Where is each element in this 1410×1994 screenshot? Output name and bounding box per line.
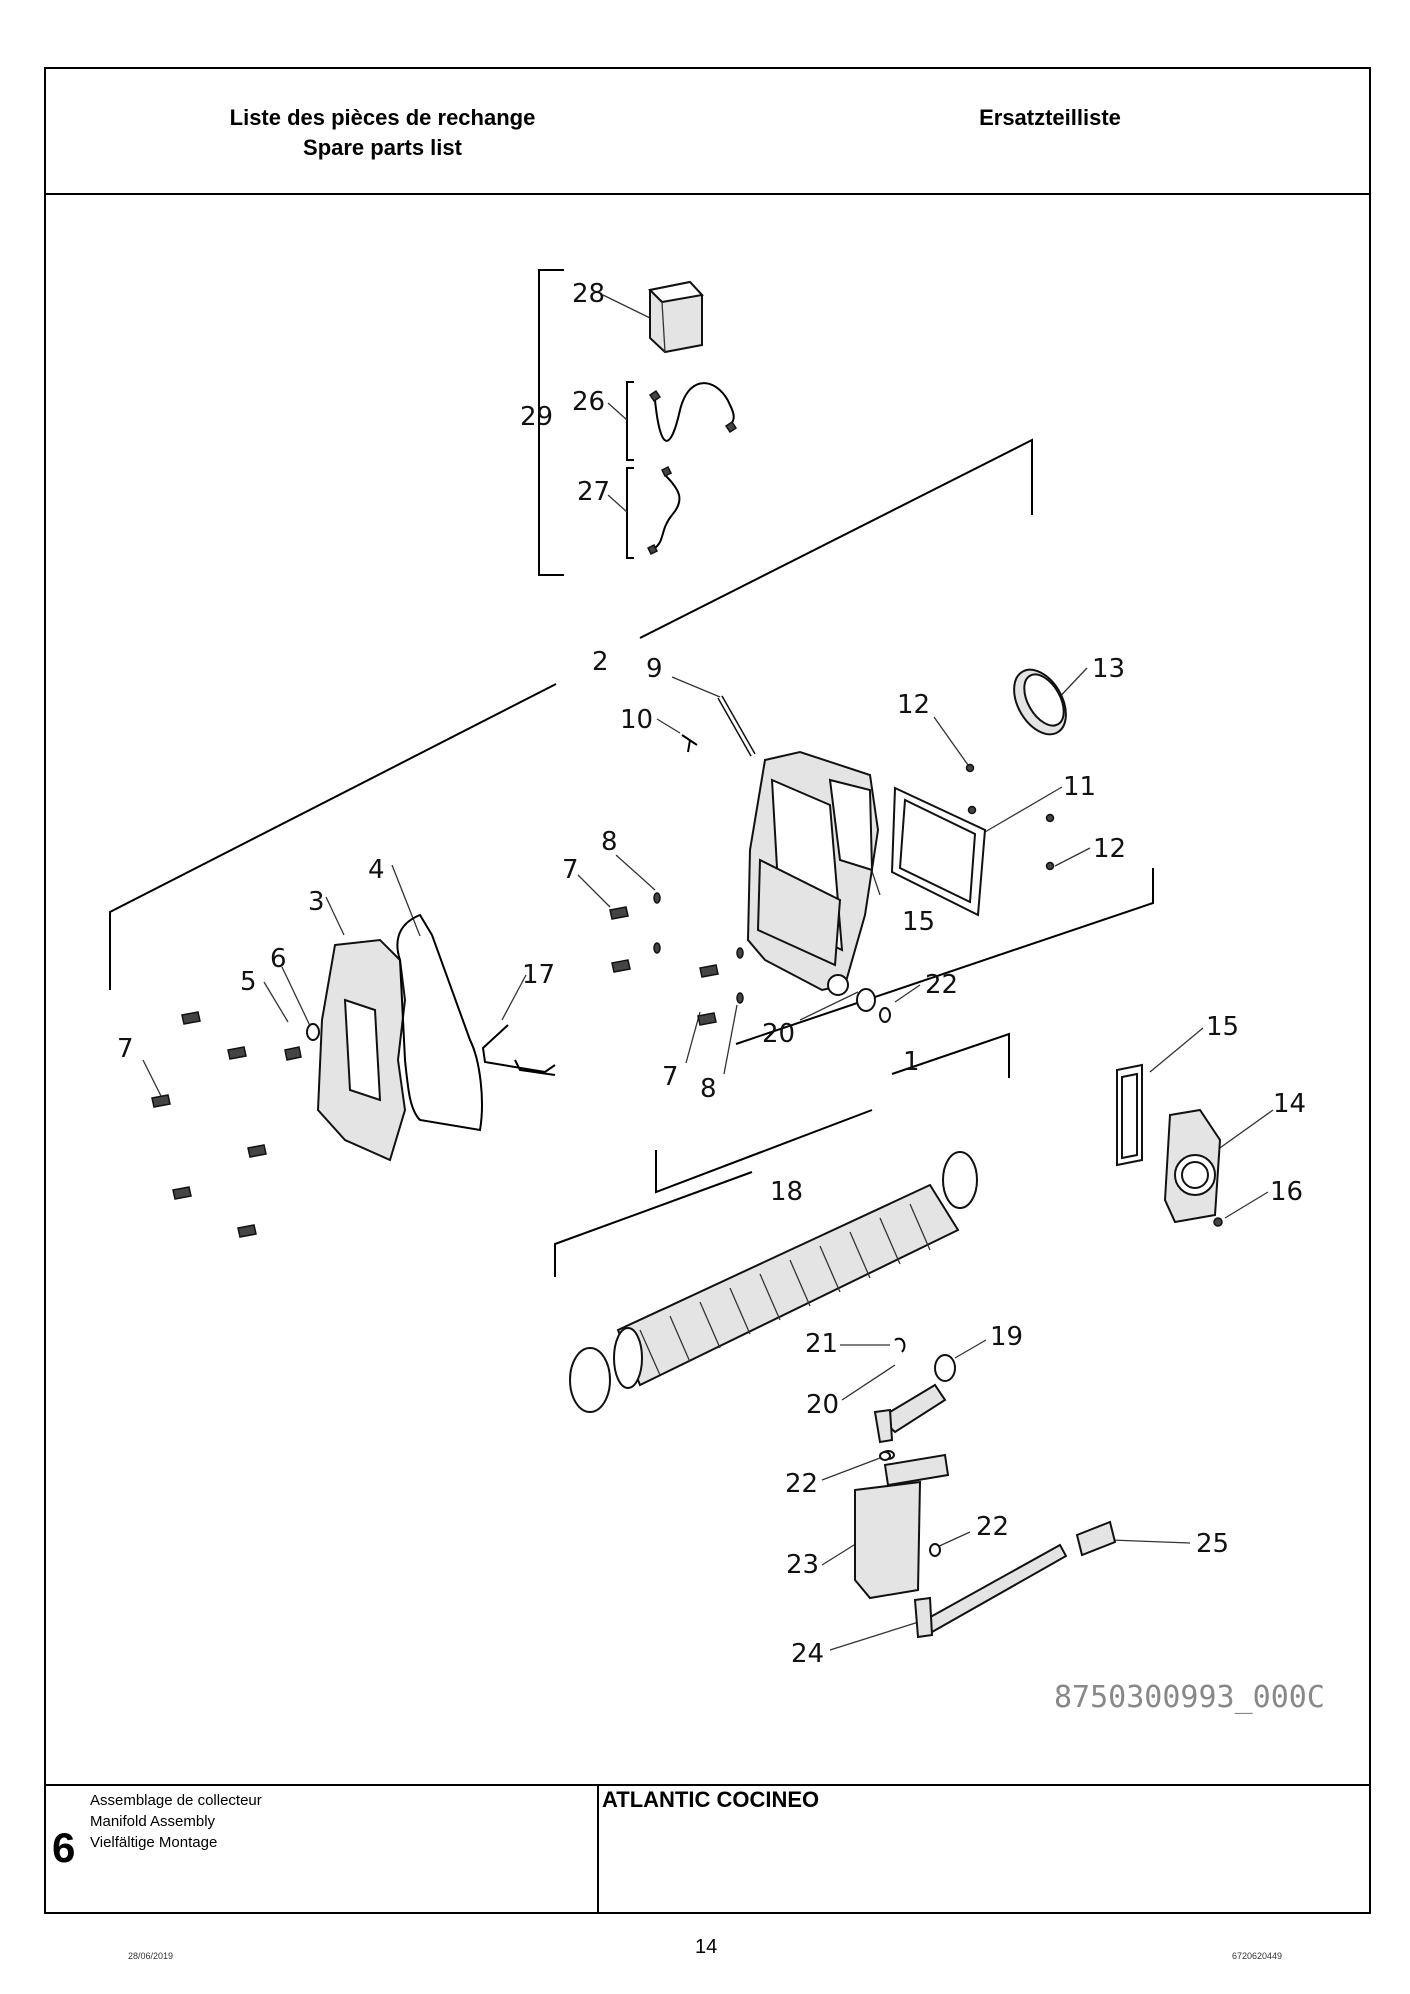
label-16: 16	[1270, 1177, 1303, 1207]
label-22a: 22	[925, 970, 958, 1000]
label-3: 3	[308, 887, 325, 917]
part-4-gasket	[396, 913, 483, 1132]
part-10-clip	[681, 734, 698, 753]
label-26: 26	[572, 387, 605, 417]
label-28: 28	[572, 279, 605, 309]
label-22b: 22	[785, 1469, 818, 1499]
part-25-fitting	[1075, 1520, 1117, 1557]
bracket-1-left	[891, 1032, 1010, 1078]
part-18-flex-hose	[569, 1151, 978, 1413]
document-number: 6720620449	[1232, 1951, 1283, 1961]
part-2-manifold	[746, 750, 880, 996]
label-21: 21	[805, 1329, 838, 1359]
label-17: 17	[522, 960, 555, 990]
description-german: Vielfältige Montage	[90, 1834, 218, 1851]
footer-divider	[44, 1784, 1371, 1786]
assembly-brackets	[109, 269, 1154, 1277]
bracket-18-left	[554, 1171, 753, 1277]
part-9-rod	[717, 695, 756, 757]
part-24-tube	[913, 1543, 1068, 1639]
label-15a: 15	[902, 907, 935, 937]
bracket-27	[626, 467, 634, 559]
part-20-22-rings-top	[856, 988, 891, 1023]
label-27: 27	[577, 477, 610, 507]
part-17-bracket	[481, 1024, 556, 1076]
header-title-left: Liste des pièces de rechange Spare parts…	[190, 103, 575, 163]
description-english: Manifold Assembly	[90, 1813, 216, 1830]
label-7a: 7	[562, 855, 579, 885]
part-11-gasket	[890, 786, 987, 917]
label-19: 19	[990, 1322, 1023, 1352]
footer-description: Assemblage de collecteur Manifold Assemb…	[90, 1790, 262, 1853]
part-16-screw	[1213, 1217, 1223, 1227]
description-french: Assemblage de collecteur	[90, 1792, 262, 1809]
label-9: 9	[646, 654, 663, 684]
title-english: Spare parts list	[303, 135, 462, 160]
drawing-number: 8750300993_000C	[1054, 1680, 1325, 1715]
part-14-adapter	[1163, 1108, 1222, 1224]
bracket-2-top	[639, 438, 1033, 639]
label-20b: 20	[806, 1390, 839, 1420]
part-22-small-rings	[879, 1451, 941, 1557]
label-14: 14	[1273, 1089, 1306, 1119]
label-1: 1	[903, 1047, 920, 1077]
part-19-21-20-hose-fitting	[873, 1337, 956, 1444]
label-6: 6	[270, 944, 287, 974]
part-23-tank	[854, 1450, 950, 1600]
label-18: 18	[770, 1177, 803, 1207]
part-27-hose	[646, 465, 681, 556]
print-date: 28/06/2019	[128, 1951, 174, 1961]
part-12-plugs	[965, 763, 1055, 871]
label-4: 4	[368, 855, 385, 885]
label-20a: 20	[762, 1019, 795, 1049]
bracket-18-right	[655, 1109, 873, 1194]
part-26-hose	[648, 382, 738, 442]
title-french: Liste des pièces de rechange	[229, 105, 536, 130]
label-22c: 22	[976, 1512, 1009, 1542]
label-8b: 8	[700, 1074, 717, 1104]
part-28-fan	[647, 280, 704, 354]
page-number: 14	[695, 1936, 718, 1958]
part-7-screws-left	[151, 1011, 267, 1238]
label-12a: 12	[897, 690, 930, 720]
page-frame	[44, 67, 1371, 1914]
title-german: Ersatzteilliste	[979, 105, 1121, 130]
label-29: 29	[520, 402, 553, 432]
part-5-6-screw-washer	[284, 1023, 320, 1061]
product-name: ATLANTIC COCINEO	[602, 1787, 820, 1812]
label-8a: 8	[601, 827, 618, 857]
part-3-cover	[316, 938, 407, 1162]
part-13-ring	[1013, 668, 1067, 736]
label-2: 2	[592, 647, 609, 677]
part-15-gasket-small	[1116, 1063, 1143, 1167]
part-7-8-screws-mid	[609, 892, 744, 1026]
header-divider	[44, 193, 1371, 195]
label-7c: 7	[117, 1034, 134, 1064]
label-13: 13	[1092, 654, 1125, 684]
bracket-29	[538, 269, 564, 576]
footer-column-divider	[597, 1784, 599, 1914]
label-12b: 12	[1093, 834, 1126, 864]
bracket-2-left	[109, 683, 557, 990]
label-11: 11	[1063, 772, 1096, 802]
label-5: 5	[240, 967, 257, 997]
label-10: 10	[620, 705, 653, 735]
label-15b: 15	[1206, 1012, 1239, 1042]
label-7b: 7	[662, 1062, 679, 1092]
label-23: 23	[786, 1550, 819, 1580]
label-25: 25	[1196, 1529, 1229, 1559]
label-24: 24	[791, 1639, 824, 1669]
section-number: 6	[52, 1824, 76, 1871]
bracket-26	[626, 381, 634, 461]
part-labels: 28 29 26 27 2 9 10 12 13 11 12 8 7 4 3 6…	[117, 279, 1306, 1669]
